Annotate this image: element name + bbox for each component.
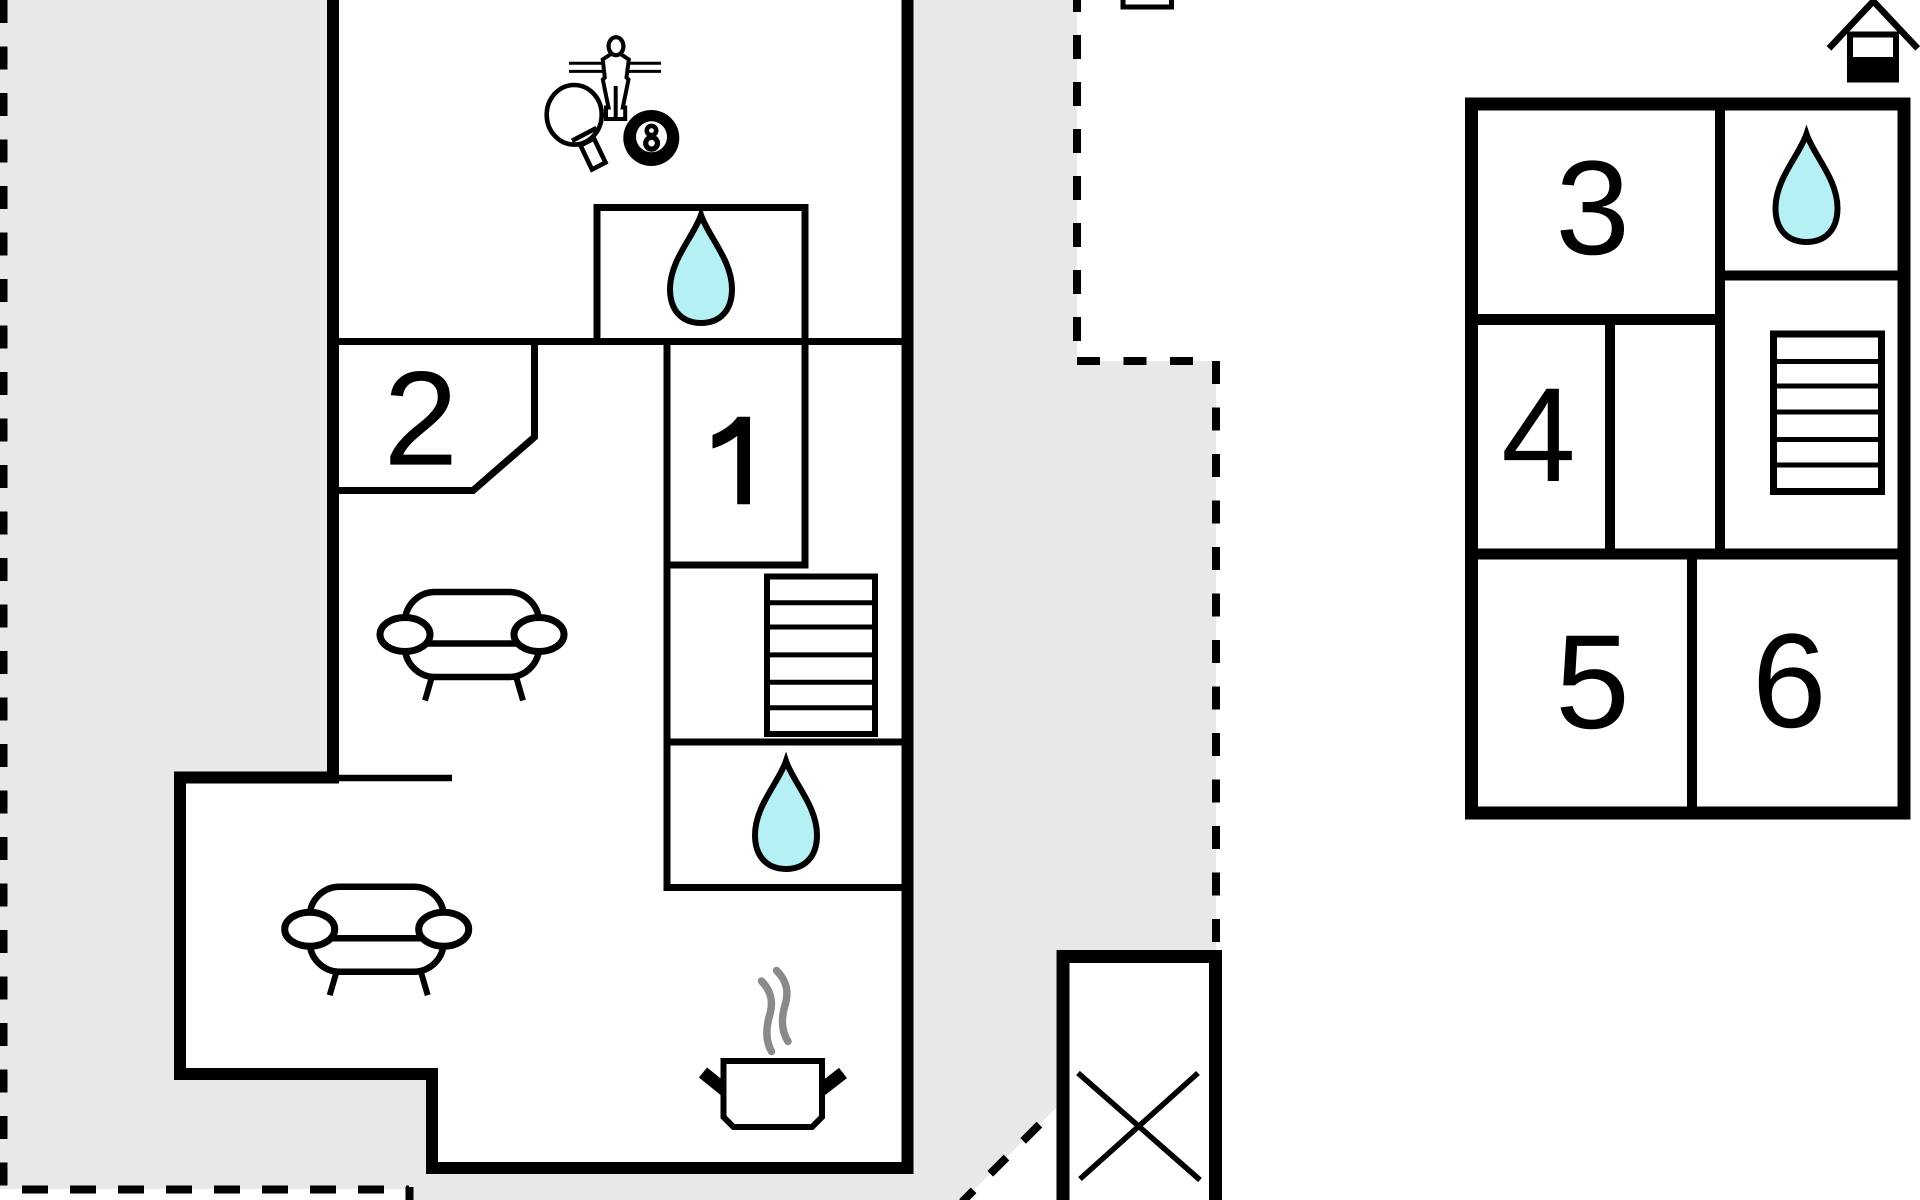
svg-text:3: 3 <box>1555 134 1630 283</box>
svg-text:5: 5 <box>1555 608 1630 757</box>
svg-text:6: 6 <box>1752 607 1827 756</box>
svg-text:2: 2 <box>384 345 459 494</box>
svg-text:4: 4 <box>1501 361 1576 510</box>
